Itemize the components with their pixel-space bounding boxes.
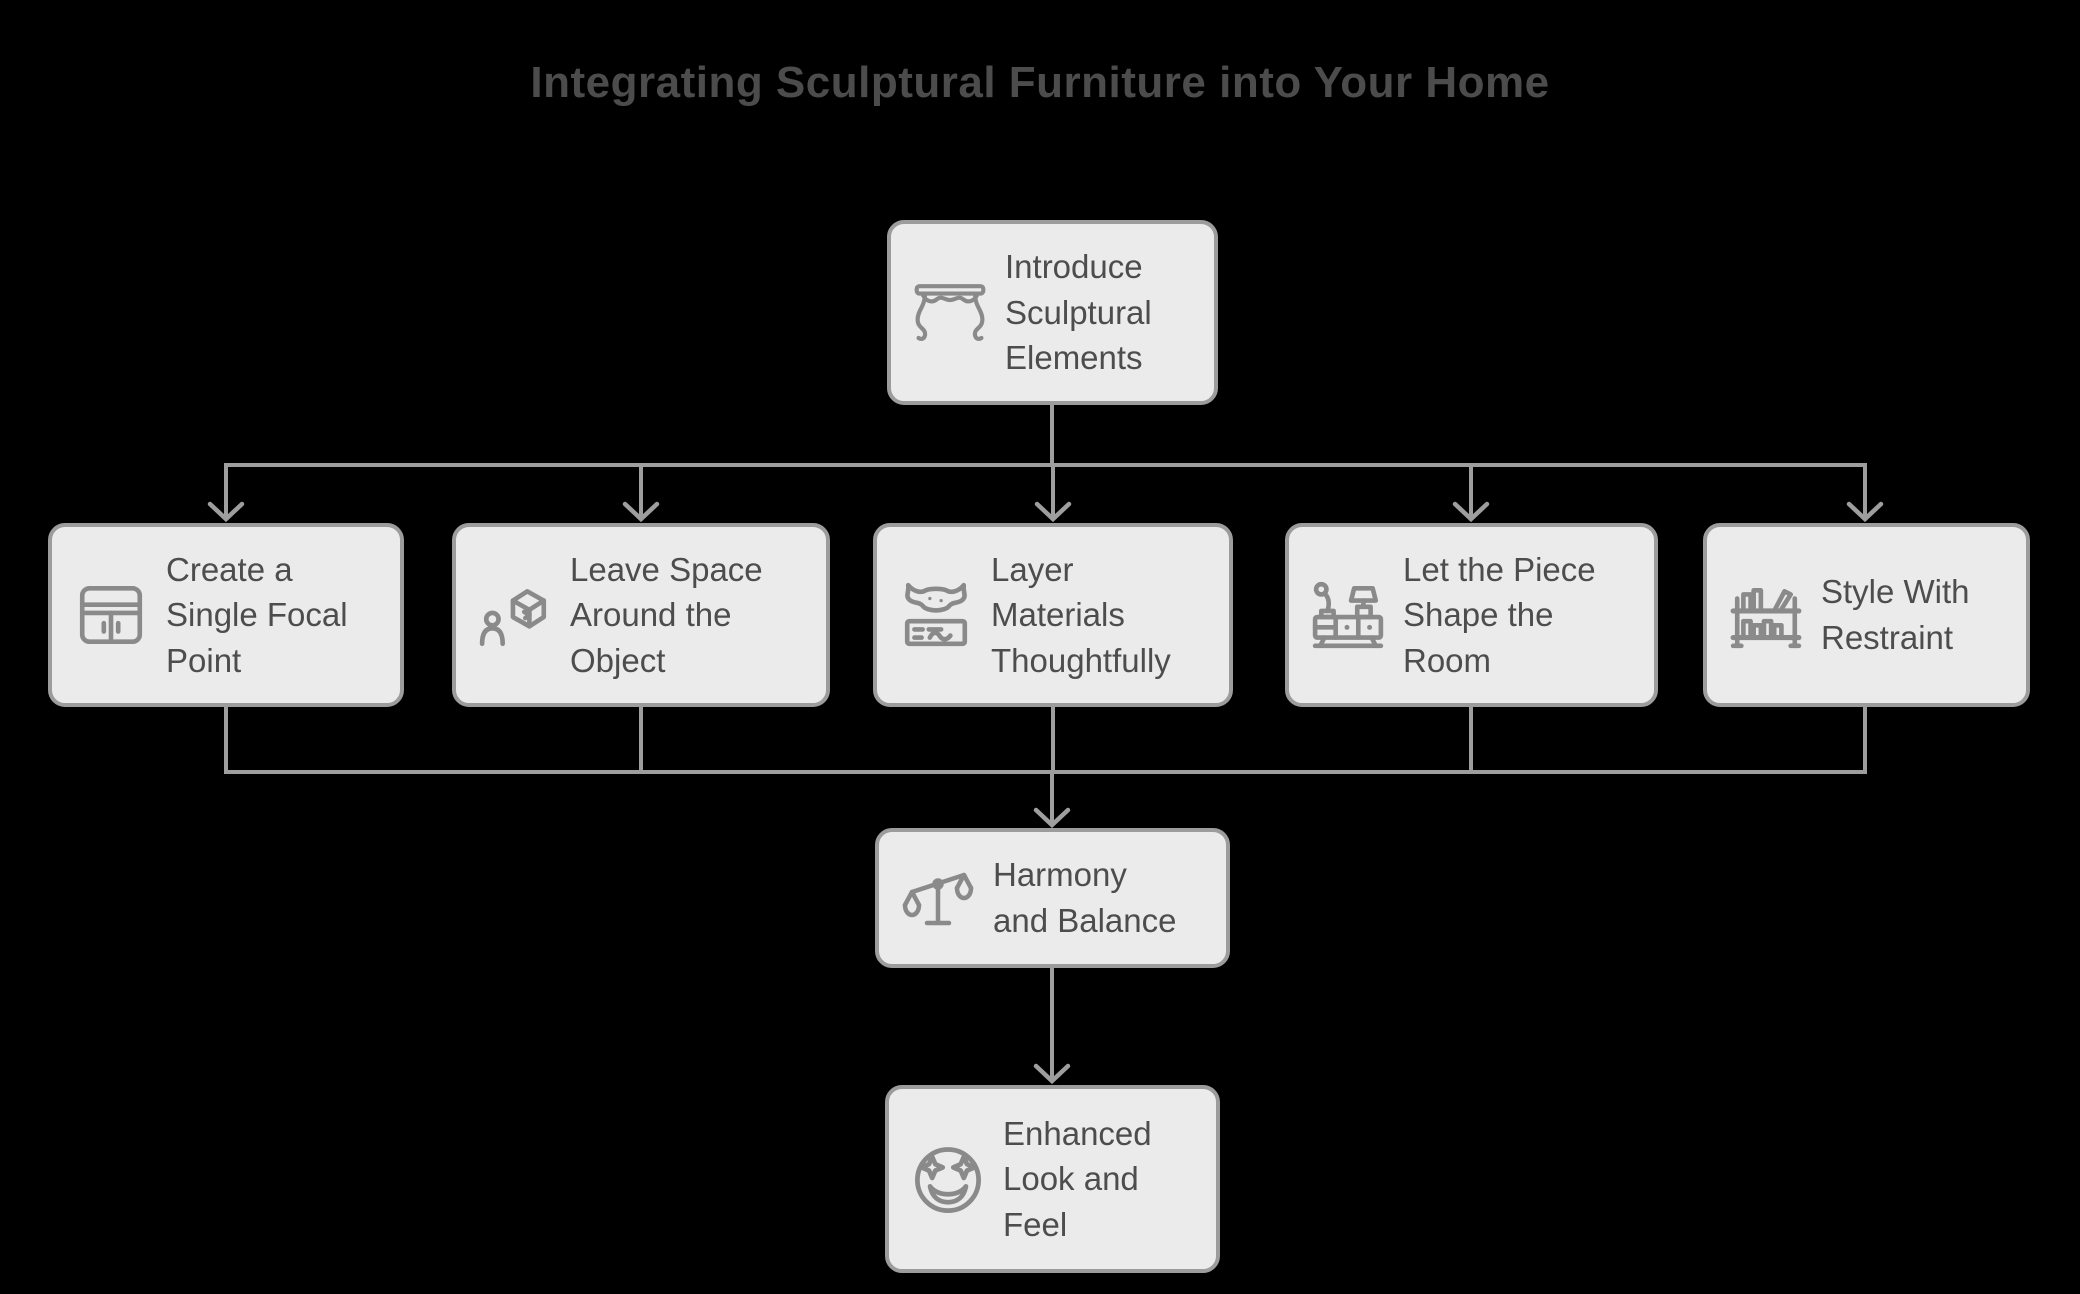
edge-enhanced-arrow: [1033, 966, 1071, 1085]
sideboard-lamp-icon: [1309, 576, 1387, 654]
node-label: Leave Space Around the Object: [570, 550, 763, 679]
cowhide-rug-icon: [897, 576, 975, 654]
edge-drop-arrows: [207, 463, 1884, 523]
starstruck-face-icon: [909, 1140, 987, 1218]
cabinet-icon: [72, 576, 150, 654]
node-layer-materials-thoughtfully: Layer Materials Thoughtfully: [873, 523, 1233, 707]
node-label: Introduce Sculptural Elements: [1005, 248, 1152, 377]
node-enhanced-look-and-feel: Enhanced Look and Feel: [885, 1085, 1220, 1273]
diagram-title: Integrating Sculptural Furniture into Yo…: [530, 58, 1550, 107]
node-create-single-focal-point: Create a Single Focal Point: [48, 523, 404, 707]
node-label: Let the Piece Shape the Room: [1403, 550, 1596, 679]
node-harmony-and-balance: Harmony and Balance: [875, 828, 1230, 968]
node-label: Create a Single Focal Point: [166, 550, 348, 679]
balance-scale-icon: [899, 859, 977, 937]
console-table-icon: [911, 274, 989, 352]
node-label: Enhanced Look and Feel: [1003, 1114, 1152, 1243]
node-introduce-sculptural-elements: Introduce Sculptural Elements: [887, 220, 1218, 405]
edge-gather-stems: [224, 703, 1867, 774]
person-cube-icon: [476, 576, 554, 654]
node-leave-space-around-object: Leave Space Around the Object: [452, 523, 830, 707]
edge-harmony-arrow: [1033, 770, 1071, 829]
node-style-with-restraint: Style With Restraint: [1703, 523, 2030, 707]
node-label: Harmony and Balance: [993, 856, 1177, 939]
node-label: Layer Materials Thoughtfully: [991, 550, 1171, 679]
node-let-piece-shape-room: Let the Piece Shape the Room: [1285, 523, 1658, 707]
bookshelf-icon: [1727, 576, 1805, 654]
node-label: Style With Restraint: [1821, 573, 1970, 656]
